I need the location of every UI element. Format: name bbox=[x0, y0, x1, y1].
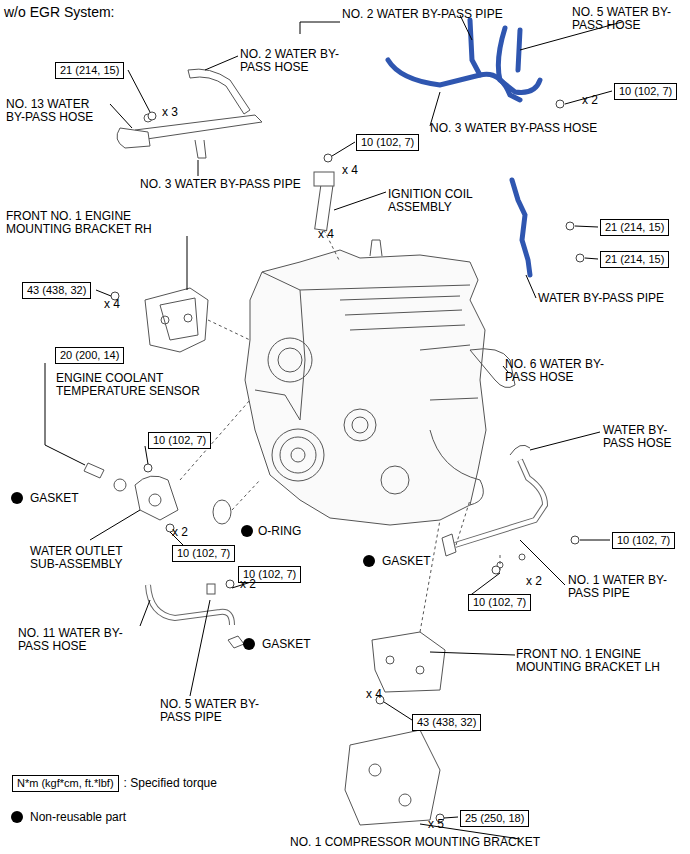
quantity-mark: x 4 bbox=[366, 688, 382, 701]
torque-value: 20 (200, 14) bbox=[60, 349, 119, 361]
torque-box: 25 (250, 18) bbox=[460, 810, 529, 827]
part-name: FRONT NO. 1 ENGINE MOUNTING BRACKET RH bbox=[6, 210, 161, 236]
quantity-mark: x 5 bbox=[428, 818, 444, 831]
legend-text: : Specified torque bbox=[124, 777, 217, 790]
torque-box: 21 (214, 15) bbox=[600, 219, 669, 236]
part-name: NO. 1 COMPRESSOR MOUNTING BRACKET bbox=[290, 836, 540, 849]
part-name: NO. 11 WATER BY-PASS HOSE bbox=[18, 627, 123, 653]
torque-box: 10 (102, 7) bbox=[356, 134, 419, 151]
part-name: NO. 2 WATER BY-PASS PIPE bbox=[342, 8, 503, 21]
part-name: WATER BY-PASS PIPE bbox=[538, 292, 664, 305]
torque-value: 21 (214, 15) bbox=[605, 221, 664, 233]
part-name: WATER BY-PASS HOSE bbox=[603, 424, 683, 450]
quantity-mark: x 2 bbox=[526, 575, 542, 588]
quantity-mark: x 2 bbox=[582, 94, 598, 107]
part-name: GASKET bbox=[262, 638, 311, 651]
torque-value: 25 (250, 18) bbox=[465, 812, 524, 824]
torque-box: 20 (200, 14) bbox=[55, 347, 124, 364]
quantity-mark: x 3 bbox=[162, 106, 178, 119]
quantity-mark: x 2 bbox=[172, 526, 188, 539]
legend-torque-box: N*m (kgf*cm, ft.*lbf) bbox=[12, 775, 119, 792]
part-name: IGNITION COIL ASSEMBLY bbox=[388, 188, 483, 214]
torque-value: 43 (438, 32) bbox=[27, 284, 86, 296]
part-name: NO. 6 WATER BY-PASS HOSE bbox=[505, 358, 605, 384]
part-name: GASKET bbox=[382, 555, 431, 568]
quantity-mark: x 4 bbox=[342, 164, 358, 177]
torque-value: 10 (102, 7) bbox=[153, 434, 206, 446]
part-name: NO. 3 WATER BY-PASS HOSE bbox=[430, 122, 597, 135]
torque-box: 21 (214, 15) bbox=[55, 62, 124, 79]
part-name: NO. 3 WATER BY-PASS PIPE bbox=[140, 178, 301, 191]
part-name: GASKET bbox=[30, 492, 79, 505]
part-name: ENGINE COOLANT TEMPERATURE SENSOR bbox=[56, 372, 206, 398]
quantity-mark: x 4 bbox=[104, 298, 120, 311]
torque-box: 21 (214, 15) bbox=[600, 251, 669, 268]
torque-box: 43 (438, 32) bbox=[22, 282, 91, 299]
torque-value: 10 (102, 7) bbox=[361, 136, 414, 148]
torque-value: 21 (214, 15) bbox=[605, 253, 664, 265]
torque-value: 43 (438, 32) bbox=[417, 716, 476, 728]
part-name: FRONT NO. 1 ENGINE MOUNTING BRACKET LH bbox=[516, 648, 671, 674]
part-name: NO. 5 WATER BY-PASS HOSE bbox=[572, 6, 672, 32]
torque-value: N*m (kgf*cm, ft.*lbf) bbox=[17, 777, 114, 789]
part-name: NO. 13 WATER BY-PASS HOSE bbox=[6, 98, 111, 124]
quantity-mark: x 4 bbox=[318, 228, 334, 241]
legend-text: Non-reusable part bbox=[30, 811, 126, 824]
part-name: O-RING bbox=[258, 525, 301, 538]
torque-value: 10 (102, 7) bbox=[619, 85, 672, 97]
torque-value: 21 (214, 15) bbox=[60, 64, 119, 76]
torque-box: 43 (438, 32) bbox=[412, 714, 481, 731]
part-name: NO. 5 WATER BY-PASS PIPE bbox=[160, 698, 260, 724]
torque-value: 10 (102, 7) bbox=[473, 596, 526, 608]
part-name: WATER OUTLET SUB-ASSEMBLY bbox=[30, 545, 145, 571]
torque-value: 10 (102, 7) bbox=[177, 547, 230, 559]
diagram-title: w/o EGR System: bbox=[4, 4, 114, 20]
quantity-mark: x 2 bbox=[240, 578, 256, 591]
torque-box: 10 (102, 7) bbox=[468, 594, 531, 611]
part-name: NO. 2 WATER BY-PASS HOSE bbox=[240, 48, 340, 74]
torque-box: 10 (102, 7) bbox=[172, 545, 235, 562]
torque-box: 10 (102, 7) bbox=[612, 532, 675, 549]
torque-box: 10 (102, 7) bbox=[148, 432, 211, 449]
part-name: NO. 1 WATER BY-PASS PIPE bbox=[568, 574, 668, 600]
torque-value: 10 (102, 7) bbox=[617, 534, 670, 546]
torque-box: 10 (102, 7) bbox=[614, 83, 677, 100]
